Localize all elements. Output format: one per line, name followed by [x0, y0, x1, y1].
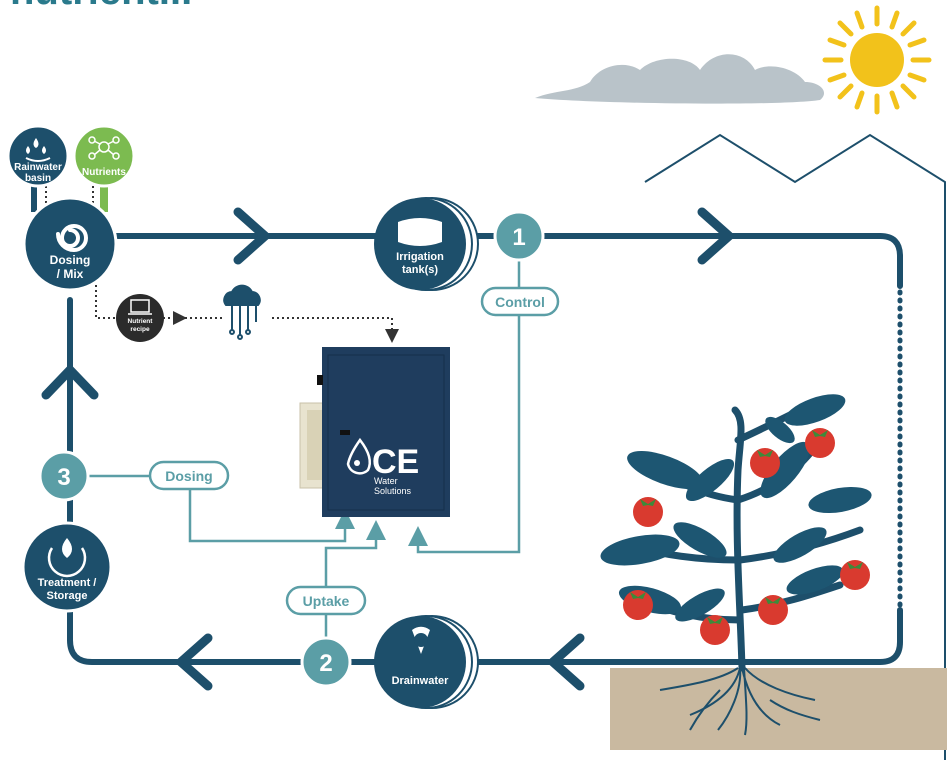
rainwater-label-2: basin	[25, 173, 51, 184]
water-drops-icon	[26, 138, 46, 154]
cloud-computing-icon	[223, 284, 261, 340]
ce-logo-icon	[346, 437, 371, 475]
plant-leaves	[600, 394, 872, 622]
soil	[610, 668, 947, 750]
tomato	[840, 560, 870, 590]
tank-icon	[398, 218, 442, 246]
recycle-drop-icon	[62, 538, 72, 558]
step-1-badge: 1	[493, 210, 545, 262]
tomato-plant	[600, 394, 872, 736]
swirl-icon	[56, 224, 88, 253]
tomatoes	[623, 428, 870, 645]
irrigation-tank-node: Irrigation tank(s)	[374, 197, 479, 291]
greenhouse-roof	[644, 133, 946, 760]
rainwater-basin-node: Rainwater basin	[6, 124, 70, 188]
chevron-up-icon	[41, 365, 99, 400]
chevron-left-icon	[176, 633, 213, 691]
step-2-badge: 2	[300, 636, 352, 688]
irrigation-label-1: Irrigation	[396, 251, 444, 263]
tomato	[633, 497, 663, 527]
tomato	[700, 615, 730, 645]
device-brand: CE	[372, 443, 419, 481]
nutrient-recipe-label-2: recipe	[130, 326, 150, 333]
irrigation-label-2: tank(s)	[402, 264, 438, 276]
header-title-fragment: nutrient...	[10, 0, 192, 13]
control-tag: Control	[480, 286, 560, 317]
tomato	[623, 590, 653, 620]
uptake-tag: Uptake	[285, 585, 367, 616]
tomato	[758, 595, 788, 625]
rainwater-label-1: Rainwater	[14, 162, 62, 173]
dosing-mix-label-2: / Mix	[57, 267, 84, 281]
ce-water-device: CE Water Solutions	[299, 347, 450, 517]
device-sub-1: Water	[374, 476, 398, 486]
dosing-tag: Dosing	[148, 460, 230, 491]
device-sub-2: Solutions	[374, 486, 412, 496]
treatment-label-2: Storage	[47, 590, 88, 602]
tomato	[805, 428, 835, 458]
step-2-number: 2	[319, 650, 332, 677]
flow-chevrons	[41, 207, 734, 691]
drainwater-label: Drainwater	[392, 675, 450, 687]
nutrients-node: Nutrients	[72, 124, 136, 188]
step-1-number: 1	[512, 224, 525, 251]
nutrients-label: Nutrients	[82, 167, 126, 178]
dosing-mix-node: Dosing / Mix	[22, 196, 118, 292]
dosing-label: Dosing	[165, 468, 212, 484]
chevron-right-icon	[697, 207, 734, 265]
cloud-icon	[535, 54, 825, 104]
control-label: Control	[495, 294, 545, 310]
data-connectors	[45, 186, 399, 343]
tomato	[750, 448, 780, 478]
laptop-icon	[130, 299, 150, 313]
chevron-left-icon	[548, 633, 585, 691]
dosing-mix-label-1: Dosing	[50, 253, 91, 267]
nutrient-recipe-label-1: Nutrient	[128, 318, 154, 325]
treatment-storage-node: Treatment / Storage	[21, 521, 113, 613]
molecule-icon	[88, 136, 120, 160]
sun-icon	[822, 5, 932, 115]
uptake-label: Uptake	[303, 593, 350, 609]
step-3-number: 3	[57, 464, 70, 491]
chevron-right-icon	[233, 207, 270, 265]
drainwater-node: Drainwater	[374, 615, 479, 709]
step-3-badge: 3	[38, 450, 90, 502]
nutrient-recipe-node: Nutrient recipe	[116, 294, 164, 342]
treatment-label-1: Treatment /	[38, 577, 97, 589]
plant-roots	[659, 667, 821, 736]
